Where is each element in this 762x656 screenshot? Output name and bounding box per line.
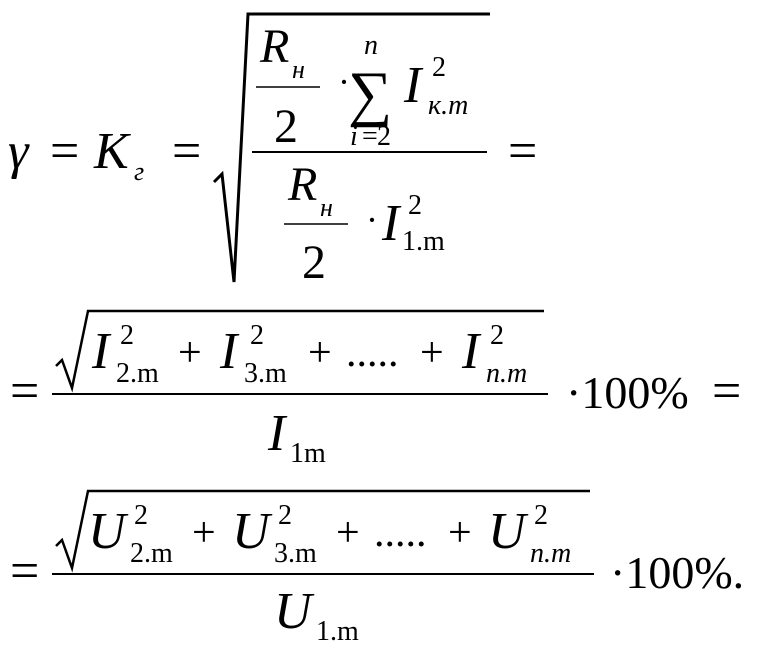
plus-sign: + [420, 330, 444, 376]
denominator-symbol: I [267, 405, 288, 462]
denominator-subscript: 1.m [316, 616, 359, 647]
i-subscript: 1.m [402, 226, 445, 257]
plus-sign: + [192, 510, 216, 556]
r-symbol: R [259, 20, 289, 73]
formula-line-1: γ = K г = R н 2 · n ∑ i = 2 I 2 к.m R н … [8, 12, 537, 289]
ellipsis-dots: ..... [346, 330, 399, 376]
k-symbol: K [93, 123, 131, 180]
denominator-two: 2 [302, 236, 326, 289]
formula-line-2: = I 2 2.m + I 2 3.m + ..... + I 2 n.m I … [10, 309, 741, 469]
term-subscript: n.m [486, 358, 527, 389]
trailing-equals: = [508, 123, 537, 180]
equals-sign: = [50, 123, 79, 180]
formula-line-3: = U 2 2.m + U 2 3.m + ..... + U 2 n.m U … [10, 489, 744, 647]
plus-sign: + [448, 510, 472, 556]
percent-factor: ·100%. [610, 547, 744, 598]
r-subscript: н [292, 55, 305, 84]
equals-sign: = [172, 123, 201, 180]
sum-icon: ∑ [348, 60, 392, 128]
voltage-term-n: U [488, 503, 529, 560]
multiply-dot: · [338, 62, 350, 102]
plus-sign: + [308, 330, 332, 376]
k-subscript: г [134, 157, 144, 186]
term-subscript: 3.m [244, 358, 287, 389]
current-term-2: I [91, 323, 112, 380]
r-subscript: н [320, 193, 333, 222]
voltage-term-2: U [88, 503, 129, 560]
term-superscript: 2 [120, 320, 134, 351]
plus-sign: + [336, 510, 360, 556]
percent-factor: ·100% [566, 367, 689, 418]
leading-equals: = [10, 543, 39, 600]
denominator-symbol: U [274, 583, 315, 640]
sum-lower-eq: = [362, 121, 378, 152]
leading-equals: = [10, 363, 39, 420]
sum-lower-two: 2 [377, 121, 391, 152]
radical-sign [55, 309, 544, 393]
voltage-term-3: U [232, 503, 273, 560]
current-term-3: I [219, 323, 240, 380]
term-subscript: n.m [530, 538, 571, 569]
plus-sign: + [178, 330, 202, 376]
term-subscript: 3.m [274, 538, 317, 569]
trailing-equals: = [712, 363, 741, 420]
gamma-symbol: γ [8, 123, 30, 180]
term-superscript: 2 [490, 320, 504, 351]
radical-sign [212, 12, 490, 283]
term-superscript: 2 [278, 500, 292, 531]
sum-upper-limit: n [364, 30, 378, 61]
i-superscript: 2 [408, 190, 422, 221]
term-superscript: 2 [134, 500, 148, 531]
term-subscript: 2.m [116, 358, 159, 389]
term-subscript: 2.m [130, 538, 173, 569]
current-term-n: I [461, 323, 482, 380]
sum-lower-i: i [350, 121, 358, 152]
i-superscript: 2 [432, 52, 446, 83]
ellipsis-dots: ..... [374, 510, 427, 556]
i-subscript: к.m [428, 90, 468, 121]
r-symbol: R [287, 158, 317, 211]
i-symbol: I [381, 195, 402, 252]
term-superscript: 2 [534, 500, 548, 531]
term-superscript: 2 [250, 320, 264, 351]
denominator-two: 2 [274, 100, 298, 153]
radical-sign [55, 489, 590, 573]
denominator-subscript: 1m [290, 438, 326, 469]
multiply-dot: · [366, 200, 378, 240]
i-symbol: I [403, 57, 424, 114]
